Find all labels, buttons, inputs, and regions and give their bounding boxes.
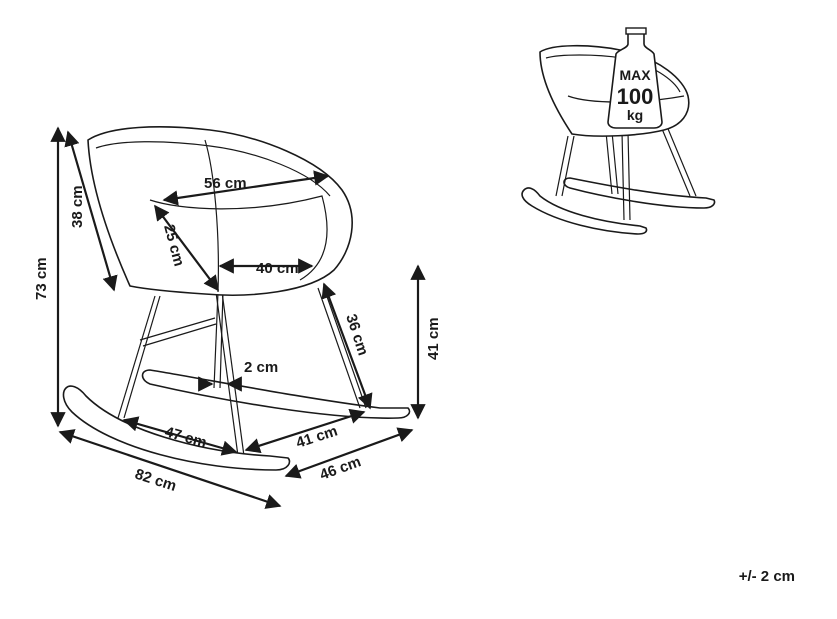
label-width-total: 46 cm	[318, 453, 364, 484]
label-seat-width: 56 cm	[204, 175, 247, 192]
label-seat-front: 40 cm	[256, 260, 299, 277]
small-rocker-back	[563, 177, 716, 209]
weight-unit: kg	[627, 107, 643, 123]
small-leg-1	[555, 135, 575, 197]
rocker-back	[141, 369, 411, 419]
seat-shell	[87, 126, 353, 296]
rear-leg-left	[117, 295, 156, 419]
leg-crossbar	[139, 317, 217, 347]
label-leg-thickness: 2 cm	[244, 359, 278, 376]
dim-line-length-total	[58, 429, 282, 509]
small-leg-3	[621, 131, 631, 221]
front-leg	[215, 291, 239, 457]
small-leg-4	[659, 123, 697, 197]
dim-line-width-total	[284, 427, 414, 479]
rear-leg-left-inner	[123, 295, 161, 419]
front-leg-inner	[221, 291, 245, 457]
small-leg-2	[605, 131, 619, 195]
small-rocker-front	[521, 187, 648, 235]
rear-leg-right	[213, 291, 219, 389]
weight-max-label: MAX	[619, 67, 651, 83]
dimension-lines	[50, 126, 426, 509]
dim-line-seat-width	[162, 170, 330, 206]
label-back-height: 38 cm	[69, 185, 86, 228]
dim-line-seat-depth	[154, 204, 219, 292]
weight-icon-top	[625, 27, 647, 35]
tolerance-note: +/- 2 cm	[738, 568, 795, 585]
dim-line-back-height	[64, 130, 118, 292]
rear-leg-right-inner	[219, 291, 224, 389]
weight-badge: MAX 100 kg	[607, 27, 663, 129]
dim-line-leg-height	[321, 282, 373, 410]
label-height-total: 73 cm	[33, 257, 50, 300]
weight-icon	[607, 29, 663, 129]
label-seat-height: 41 cm	[425, 317, 442, 360]
weight-value: 100	[617, 84, 654, 109]
